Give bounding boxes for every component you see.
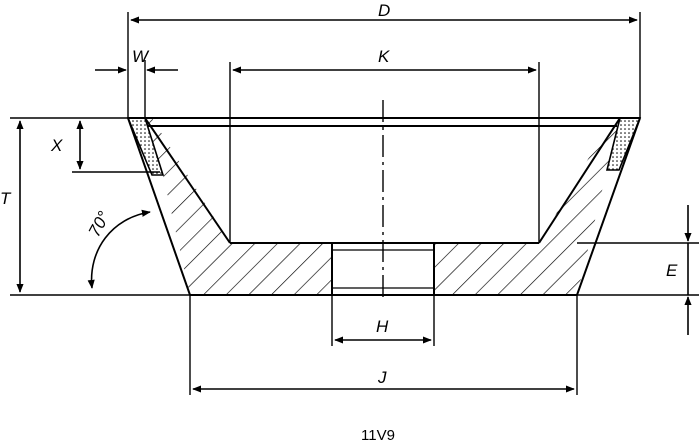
label-angle: 70° xyxy=(85,208,114,240)
extension-lines xyxy=(10,12,699,395)
left-wall-section xyxy=(145,118,332,295)
figure-caption: 11V9 xyxy=(361,427,395,444)
label-W: W xyxy=(132,47,150,66)
label-J: J xyxy=(377,368,387,387)
label-K: K xyxy=(378,47,390,66)
label-H: H xyxy=(376,317,389,336)
wheel-body-section xyxy=(145,118,620,295)
label-X: X xyxy=(50,136,63,155)
right-wall-section xyxy=(434,118,620,295)
angle-arc xyxy=(87,209,151,289)
label-D: D xyxy=(378,1,390,20)
label-T: T xyxy=(0,189,12,208)
label-E: E xyxy=(666,261,678,280)
dimension-arrows xyxy=(16,16,692,393)
